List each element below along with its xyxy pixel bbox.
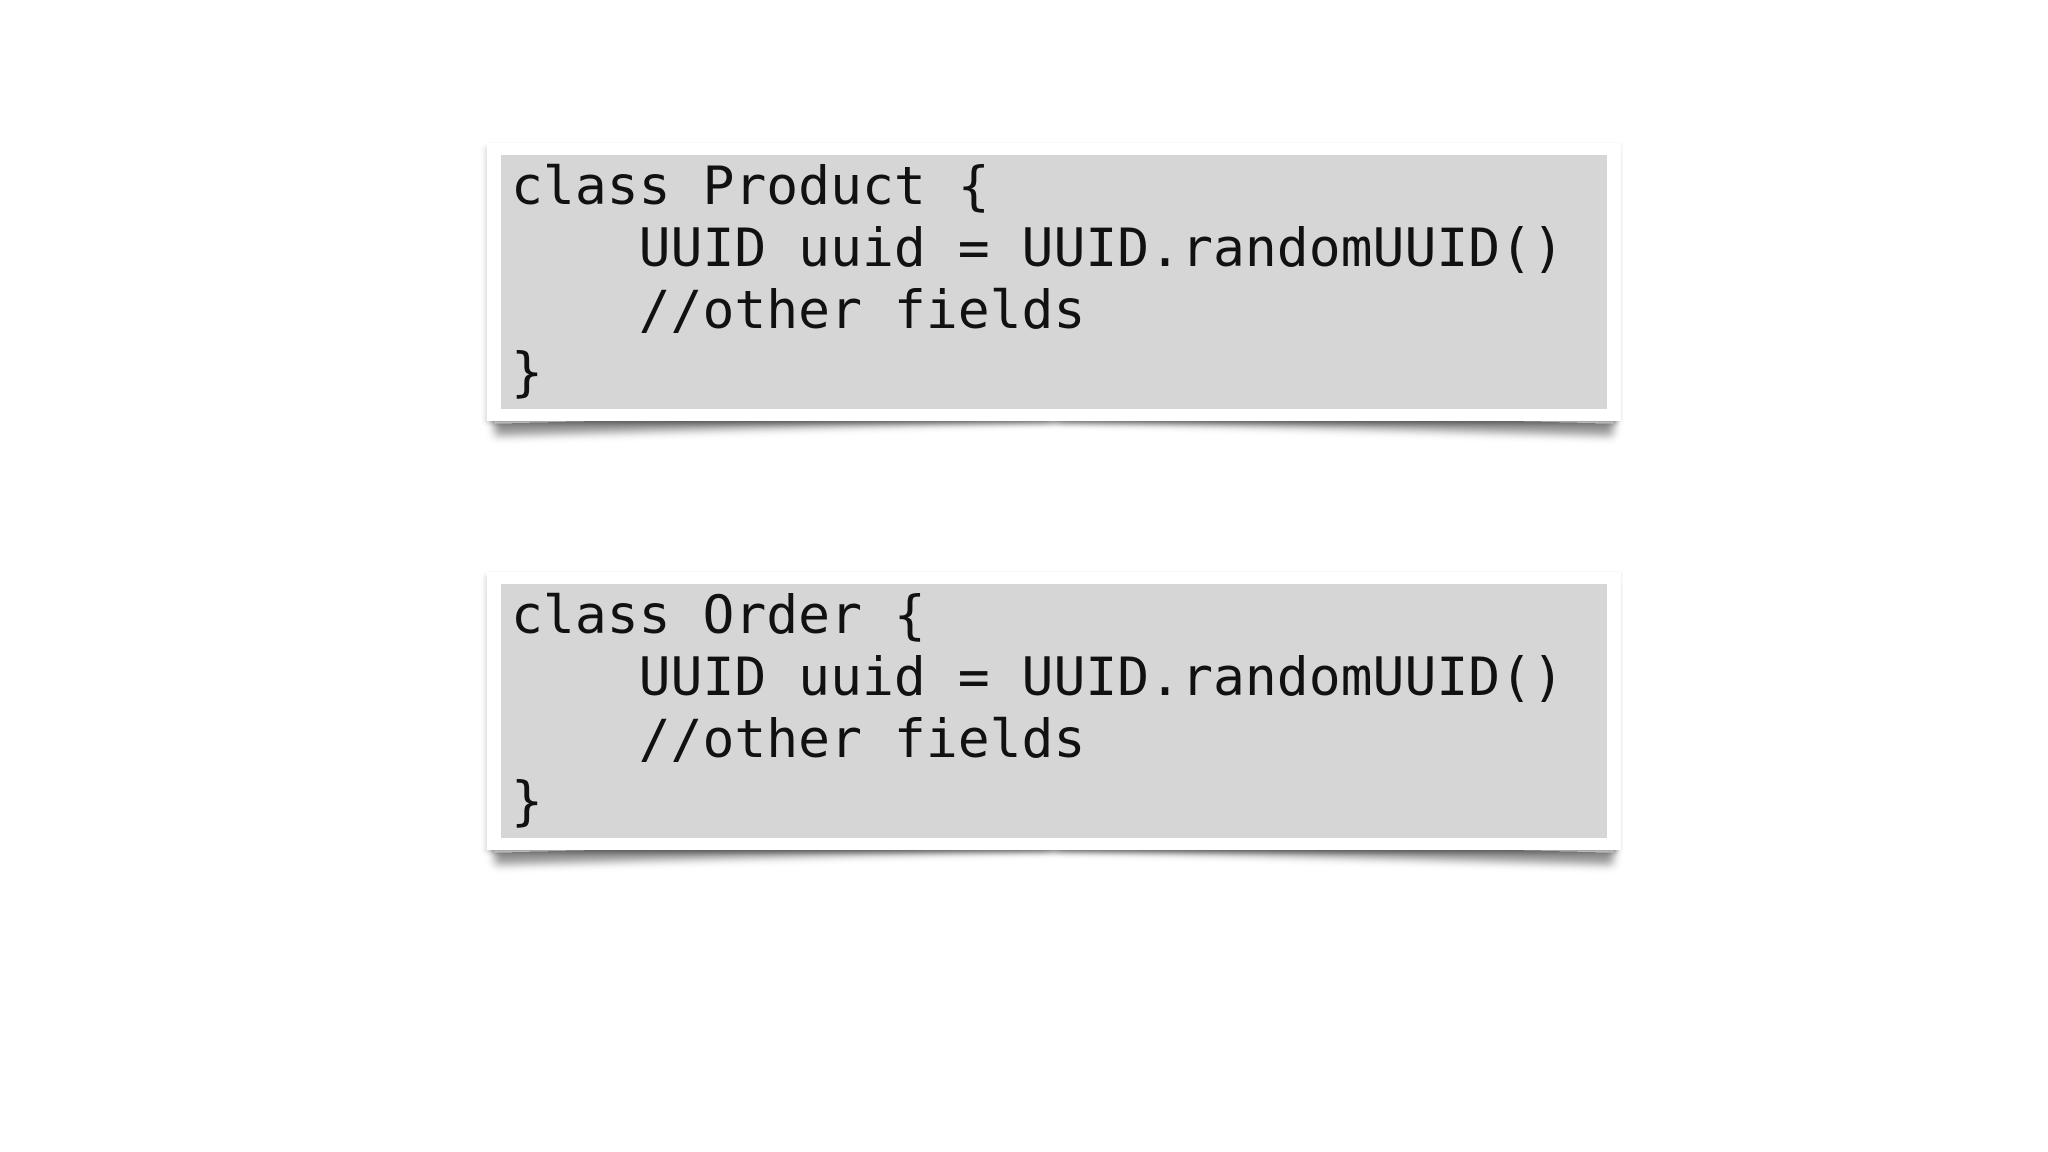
order-class-code-snippet: class Order { UUID uuid = UUID.randomUUI… — [501, 584, 1607, 838]
product-class-code-snippet: class Product { UUID uuid = UUID.randomU… — [501, 155, 1607, 409]
code-card-product: class Product { UUID uuid = UUID.randomU… — [487, 143, 1621, 421]
code-card-order: class Order { UUID uuid = UUID.randomUUI… — [487, 572, 1621, 850]
